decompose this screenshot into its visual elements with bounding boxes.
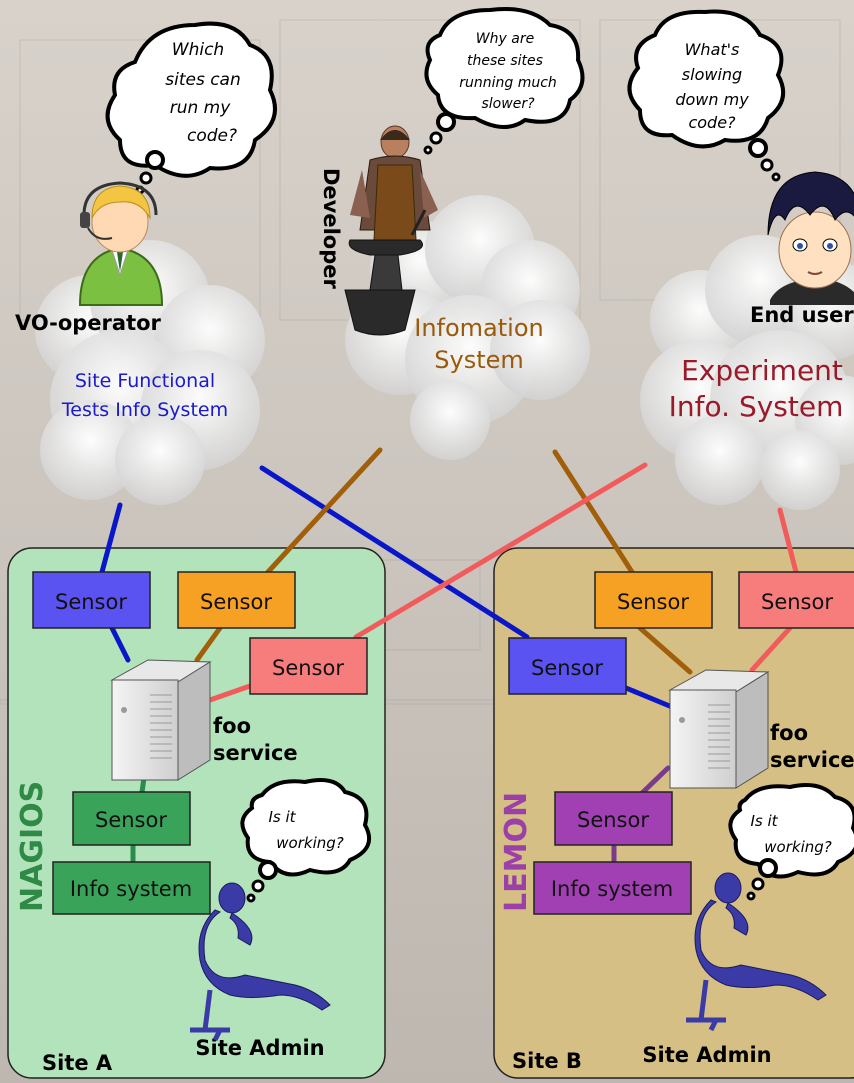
- dev-thought-3: running much: [459, 75, 557, 91]
- end-user-figure: [767, 171, 854, 305]
- site-a-sensor-blue: Sensor: [32, 571, 151, 629]
- sensor-label: Sensor: [272, 656, 344, 680]
- admin-b-thought-2: working?: [764, 838, 831, 856]
- sensor-label: Sensor: [761, 590, 833, 614]
- info-system-label: Info system: [551, 877, 673, 901]
- developer-figure: [344, 125, 438, 336]
- user-thought-2: slowing: [682, 65, 742, 84]
- info-cloud: [345, 195, 590, 460]
- site-a-service-label-2: service: [213, 741, 298, 765]
- site-a-sensor-pink: Sensor: [249, 637, 368, 695]
- site-b-service-label-1: foo: [770, 721, 808, 745]
- user-thought-bubble: What's slowing down my code?: [627, 9, 786, 182]
- user-thought-1: What's: [685, 40, 740, 59]
- end-user-label: End user: [750, 303, 854, 327]
- site-a-service-label-1: foo: [213, 714, 251, 738]
- site-a-name: Site A: [42, 1051, 113, 1075]
- exp-system-line-1: Experiment: [681, 354, 843, 387]
- sensor-label: Sensor: [55, 590, 127, 614]
- site-a-sensor-green: Sensor: [72, 791, 191, 846]
- info-system-label: Info system: [70, 877, 192, 901]
- sft-system-line-1: Site Functional: [75, 370, 215, 392]
- info-system-line-1: Infomation: [414, 314, 543, 342]
- lemon-label: LEMON: [499, 792, 534, 912]
- site-b-service-label-2: service: [770, 748, 854, 772]
- vo-thought-3: run my: [170, 98, 232, 118]
- nagios-label: NAGIOS: [15, 781, 50, 912]
- admin-b-thought-1: Is it: [750, 812, 778, 830]
- dev-thought-1: Why are: [476, 31, 534, 47]
- site-b-info-system: Info system: [533, 861, 692, 915]
- site-b-name: Site B: [512, 1049, 582, 1073]
- user-thought-4: code?: [688, 113, 736, 132]
- exp-system-line-2: Info. System: [669, 390, 844, 423]
- site-a-server-icon: [110, 659, 212, 781]
- admin-a-thought-bubble: Is it working?: [240, 778, 371, 903]
- vo-operator-label: VO-operator: [15, 311, 162, 335]
- site-a-admin-figure: [190, 882, 331, 1042]
- site-b-sensor-purple: Sensor: [554, 791, 673, 846]
- vo-thought-2: sites can: [165, 70, 241, 90]
- site-a-sensor-orange: Sensor: [177, 571, 296, 629]
- site-b-admin-figure: [686, 872, 827, 1032]
- developer-label: Developer: [319, 168, 343, 290]
- vo-thought-bubble: Which sites can run my code?: [105, 21, 277, 195]
- site-b-server-icon: [668, 669, 770, 789]
- admin-a-thought-2: working?: [276, 834, 343, 852]
- connections: [99, 447, 799, 865]
- site-b-admin-label: Site Admin: [642, 1043, 771, 1067]
- info-system-line-2: System: [434, 346, 524, 374]
- site-b-sensor-pink: Sensor: [738, 571, 854, 629]
- user-thought-3: down my: [675, 90, 749, 109]
- sft-system-line-2: Tests Info System: [61, 399, 228, 421]
- site-b-sensor-orange: Sensor: [594, 571, 713, 629]
- site-a-info-system: Info system: [52, 861, 211, 915]
- dev-thought-4: slower?: [482, 96, 536, 112]
- sensor-label: Sensor: [200, 590, 272, 614]
- vo-operator-figure: [78, 181, 164, 306]
- vo-thought-4: code?: [187, 126, 237, 146]
- sensor-label: Sensor: [617, 590, 689, 614]
- dev-thought-2: these sites: [467, 53, 543, 69]
- admin-a-thought-1: Is it: [268, 808, 296, 826]
- site-b-sensor-blue: Sensor: [508, 637, 627, 695]
- admin-b-thought-bubble: Is it working?: [728, 783, 854, 901]
- sensor-label: Sensor: [531, 656, 603, 680]
- dev-thought-bubble: Why are these sites running much slower?: [423, 7, 585, 155]
- sensor-label: Sensor: [95, 808, 167, 832]
- vo-thought-1: Which: [172, 40, 224, 60]
- exp-cloud: [640, 235, 854, 510]
- sensor-label: Sensor: [577, 808, 649, 832]
